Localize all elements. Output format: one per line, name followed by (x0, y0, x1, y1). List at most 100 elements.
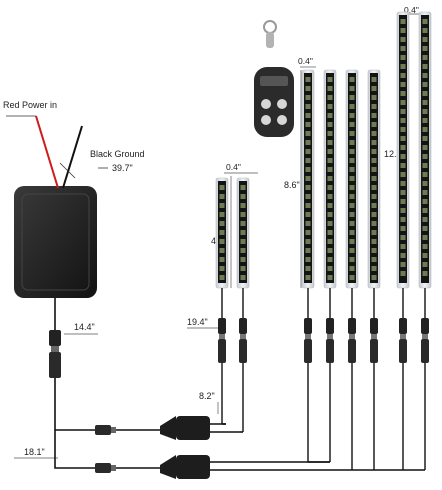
led-chip (422, 136, 428, 141)
strip-connector (326, 288, 334, 462)
led-chip (371, 176, 377, 181)
inline-connector-lower (95, 463, 116, 473)
led-chip (305, 104, 311, 109)
led-chip (400, 127, 406, 132)
led-chip (371, 77, 377, 82)
led-chip (422, 55, 428, 60)
led-chip (422, 217, 428, 222)
led-chip (219, 239, 225, 244)
led-chip (371, 212, 377, 217)
led-chip (349, 194, 355, 199)
led-chip (305, 149, 311, 154)
led-chip (305, 203, 311, 208)
led-chip (327, 95, 333, 100)
led-strip (236, 177, 250, 289)
led-chip (400, 235, 406, 240)
led-chip (349, 176, 355, 181)
led-chip (400, 55, 406, 60)
splitter-upper (160, 416, 210, 440)
led-chip (371, 257, 377, 262)
led-chip (371, 86, 377, 91)
led-chip (422, 253, 428, 258)
led-chip (305, 185, 311, 190)
led-chip (327, 230, 333, 235)
led-chip (371, 185, 377, 190)
led-chip (422, 118, 428, 123)
led-chip (327, 131, 333, 136)
red-power-label: Red Power in (3, 100, 57, 110)
led-chip (422, 163, 428, 168)
strip-pigtails (218, 288, 429, 470)
led-strip (418, 11, 432, 289)
led-chip (371, 131, 377, 136)
led-chip (371, 275, 377, 280)
led-chip (371, 239, 377, 244)
led-chip (400, 73, 406, 78)
led-chip (240, 212, 246, 217)
wire-harness (54, 298, 425, 471)
led-chip (371, 158, 377, 163)
led-chip (400, 82, 406, 87)
led-chip (422, 181, 428, 186)
led-chip (400, 19, 406, 24)
led-chip (349, 239, 355, 244)
led-chip (400, 253, 406, 258)
led-chip (371, 194, 377, 199)
led-chip (371, 221, 377, 226)
led-chip (305, 158, 311, 163)
led-chip (327, 266, 333, 271)
led-chip (349, 149, 355, 154)
led-chip (400, 145, 406, 150)
led-chip (422, 100, 428, 105)
led-chip (422, 262, 428, 267)
led-chip (422, 190, 428, 195)
led-chip (349, 167, 355, 172)
led-chip (305, 230, 311, 235)
led-chip (349, 140, 355, 145)
led-chip (371, 230, 377, 235)
led-chip (422, 91, 428, 96)
led-chip (327, 194, 333, 199)
led-chip (305, 131, 311, 136)
led-chip (400, 226, 406, 231)
led-chip (371, 104, 377, 109)
led-strip (367, 69, 381, 289)
led-chip (305, 176, 311, 181)
led-chip (349, 212, 355, 217)
led-chip (240, 230, 246, 235)
led-chip (400, 181, 406, 186)
dimension-8-2: 8.2" (199, 391, 215, 401)
led-chip (327, 212, 333, 217)
led-chip (327, 221, 333, 226)
led-chip (327, 185, 333, 190)
led-chip (349, 113, 355, 118)
led-chip (219, 266, 225, 271)
led-strip (301, 69, 315, 289)
led-chip (349, 230, 355, 235)
led-chip (422, 73, 428, 78)
led-chip (422, 109, 428, 114)
remote-button-1 (261, 99, 271, 109)
led-chip (371, 140, 377, 145)
led-chip (400, 109, 406, 114)
led-chip (422, 244, 428, 249)
led-strip (215, 177, 229, 289)
black-ground-wire (62, 125, 83, 189)
led-chip (400, 46, 406, 51)
led-chip (305, 257, 311, 262)
led-chip (422, 226, 428, 231)
led-chip (305, 194, 311, 199)
led-chip (349, 122, 355, 127)
led-chip (422, 46, 428, 51)
dimension-19-4: 19.4" (187, 317, 208, 327)
led-chip (422, 127, 428, 132)
led-chip (240, 248, 246, 253)
led-chip (305, 167, 311, 172)
remote-button-4 (277, 115, 287, 125)
led-chip (219, 203, 225, 208)
led-chip (219, 230, 225, 235)
led-chip (327, 275, 333, 280)
led-chip (240, 185, 246, 190)
led-strip (323, 69, 337, 289)
